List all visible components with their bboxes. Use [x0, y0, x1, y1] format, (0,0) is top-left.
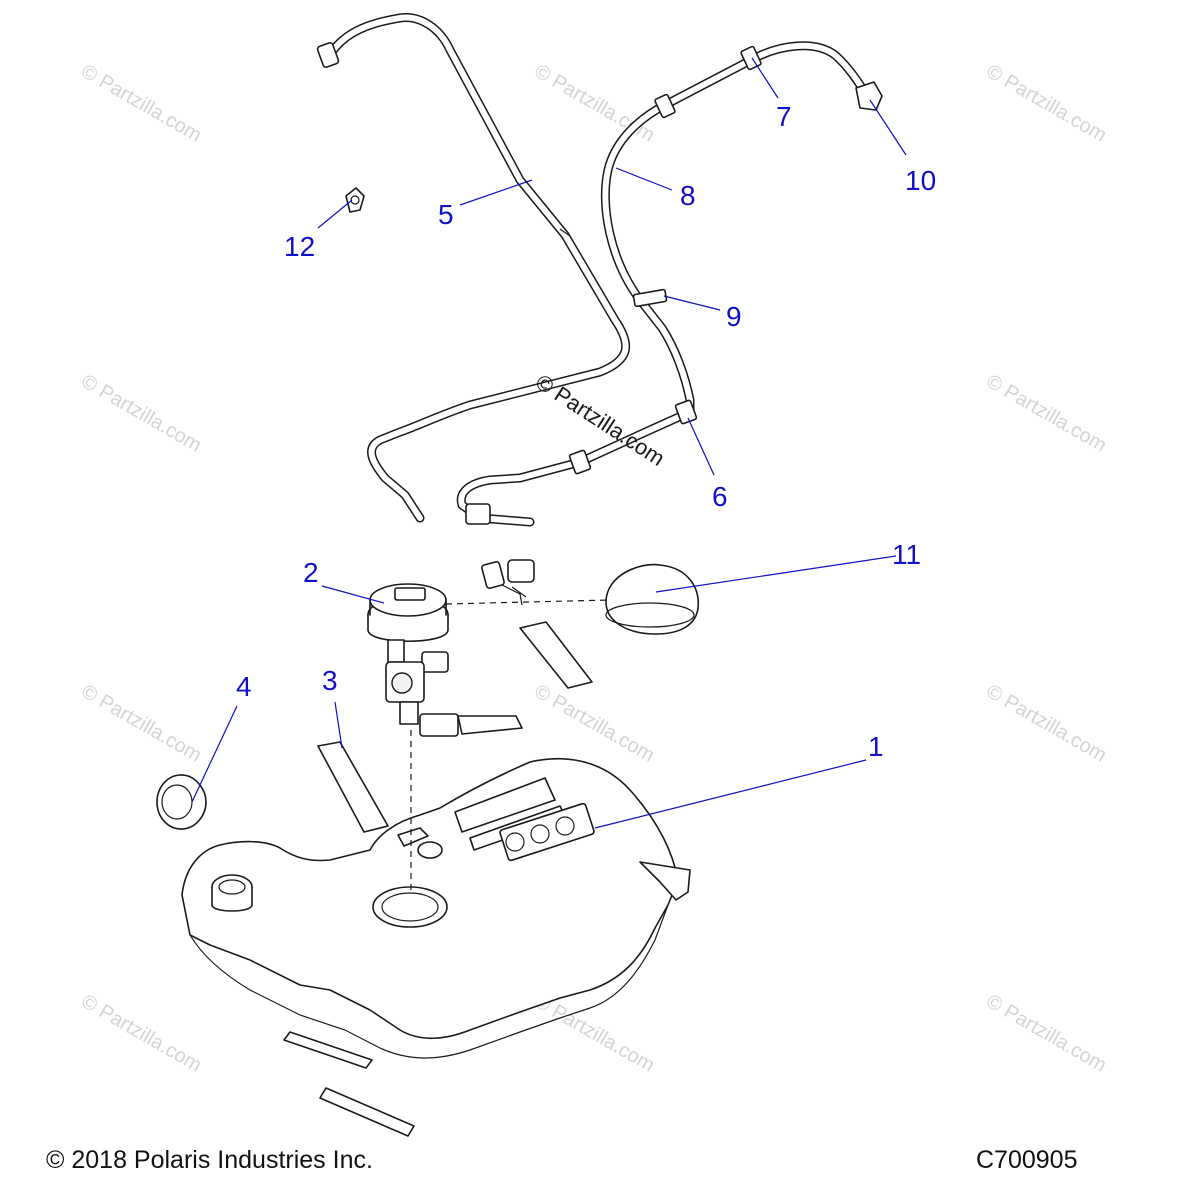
- callout-10: 10: [905, 165, 936, 196]
- callout-4: 4: [236, 671, 252, 702]
- watermark: © Partzilla.com: [983, 370, 1111, 456]
- vent-hose-part-5: [316, 13, 631, 523]
- watermark: © Partzilla.com: [983, 990, 1111, 1076]
- hose-clamp: [465, 503, 491, 525]
- clip-part-12: [345, 187, 365, 213]
- callout-11: 11: [892, 539, 921, 570]
- callout-5: 5: [438, 199, 454, 230]
- leader-lines: [191, 57, 907, 829]
- hose-clip-part-9: [632, 288, 668, 308]
- vent-hose-part-8: [456, 41, 883, 527]
- fuel-pump-part-2: [367, 583, 523, 737]
- callout-labels: 1 2 3 4 5 6 7 8 9 10 11 12: [236, 101, 936, 762]
- callout-1: 1: [868, 731, 884, 762]
- watermark: © Partzilla.com: [531, 60, 659, 146]
- watermark: © Partzilla.com: [78, 60, 206, 146]
- callout-2: 2: [303, 557, 319, 588]
- pad-strip: [283, 1031, 373, 1069]
- watermark: © Partzilla.com: [78, 370, 206, 456]
- dome-cover-part-11: [605, 563, 700, 635]
- watermark: © Partzilla.com: [78, 990, 206, 1076]
- watermark: © Partzilla.com: [531, 990, 659, 1076]
- callout-9: 9: [726, 301, 742, 332]
- callout-3: 3: [322, 665, 338, 696]
- watermark: © Partzilla.com: [983, 680, 1111, 766]
- callout-6: 6: [712, 481, 728, 512]
- callout-12: 12: [284, 231, 315, 262]
- callout-7: 7: [776, 101, 792, 132]
- watermark: © Partzilla.com: [983, 60, 1111, 146]
- fuel-line-connector: [481, 559, 535, 606]
- callout-8: 8: [680, 180, 696, 211]
- hose-clamp: [654, 93, 676, 119]
- copyright-notice: © 2018 Polaris Industries Inc.: [46, 1146, 373, 1174]
- pad-strip: [519, 621, 593, 689]
- pad-strip: [319, 1087, 415, 1137]
- drawing-number: C700905: [976, 1146, 1078, 1174]
- watermark: © Partzilla.com: [531, 680, 659, 766]
- fuel-tank-part-1: [181, 757, 691, 1059]
- fuel-cap-part-4: [156, 774, 207, 830]
- hose-clamp: [568, 449, 592, 475]
- check-valve-part-10: [855, 81, 883, 111]
- alignment-line: [445, 599, 611, 605]
- watermark: © Partzilla.com: [78, 680, 206, 766]
- pad-part-3: [317, 741, 389, 833]
